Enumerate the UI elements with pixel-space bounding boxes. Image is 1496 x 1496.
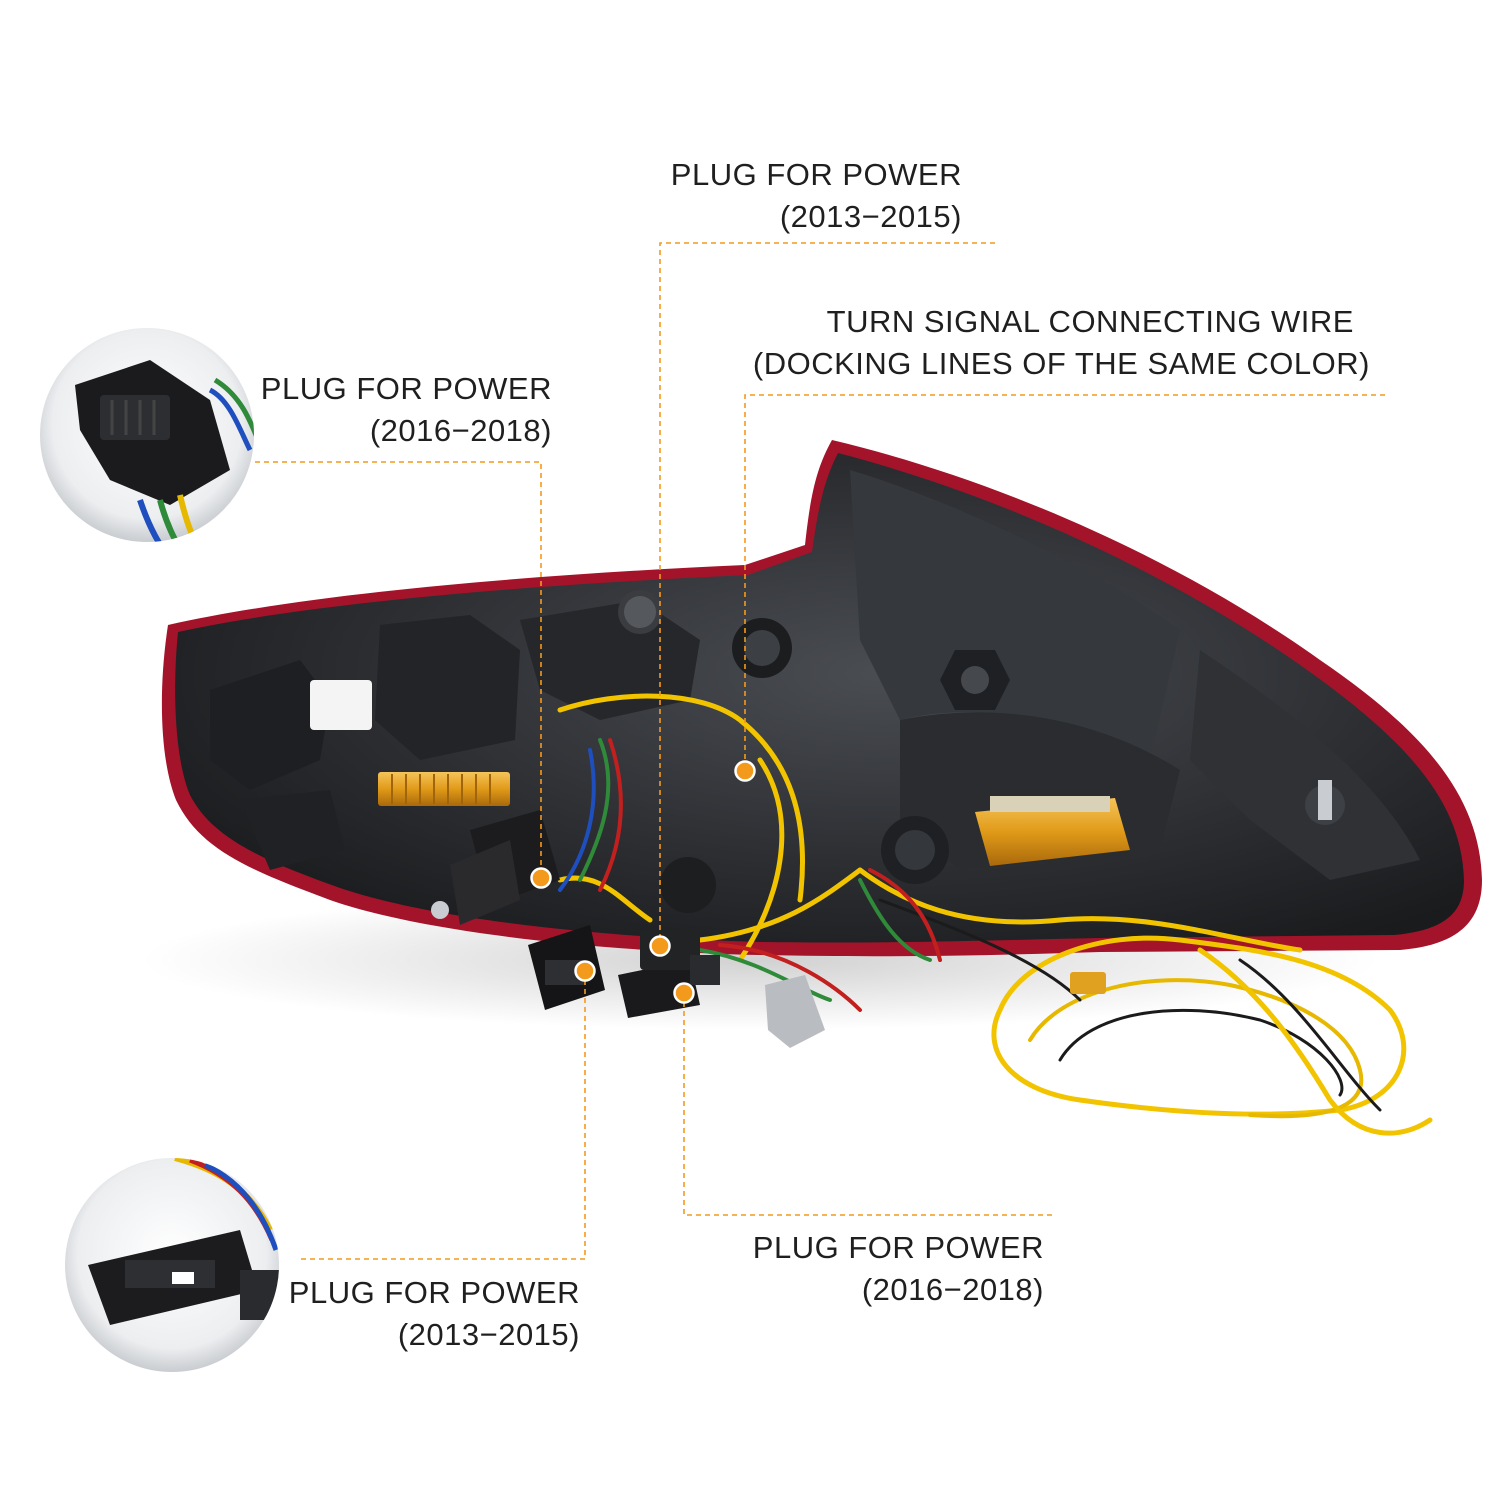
inset-plug-2013-2015 bbox=[65, 1158, 279, 1372]
callout-detail: (2016−2018) bbox=[369, 413, 552, 448]
connectors bbox=[450, 810, 1106, 1048]
callout-detail: (DOCKING LINES OF THE SAME COLOR) bbox=[752, 346, 1370, 381]
callout-title: PLUG FOR POWER bbox=[260, 371, 552, 406]
callout-title: PLUG FOR POWER bbox=[670, 157, 962, 192]
callout-line-turn-signal bbox=[744, 394, 1385, 771]
marker-plug-2016-left bbox=[530, 867, 552, 889]
load-resistors bbox=[378, 772, 1130, 866]
callout-label-turn-signal-wire: TURN SIGNAL CONNECTING WIRE (DOCKING LIN… bbox=[753, 301, 1370, 385]
callout-line-top-2013 bbox=[659, 242, 995, 946]
callout-line-bottom-2013 bbox=[297, 971, 586, 1260]
callout-line-bottom-2016 bbox=[683, 993, 1053, 1216]
callout-detail: (2016−2018) bbox=[861, 1272, 1044, 1307]
callout-lines bbox=[255, 242, 1385, 1260]
marker-plug-2013-top bbox=[649, 935, 671, 957]
callout-label-plug-2013-2015-top: PLUG FOR POWER (2013−2015) bbox=[671, 154, 962, 238]
callout-label-plug-2016-2018-left: PLUG FOR POWER (2016−2018) bbox=[261, 368, 552, 452]
housing-details bbox=[210, 470, 1420, 919]
callout-label-plug-2013-2015-bottom: PLUG FOR POWER (2013−2015) bbox=[289, 1272, 580, 1356]
marker-plug-2016-bottom bbox=[673, 982, 695, 1004]
marker-turn-signal bbox=[734, 760, 756, 782]
callout-detail: (2013−2015) bbox=[779, 199, 962, 234]
callout-markers bbox=[530, 760, 756, 1004]
callout-title: PLUG FOR POWER bbox=[752, 1230, 1044, 1265]
marker-plug-2013-bottom bbox=[574, 960, 596, 982]
callout-title: PLUG FOR POWER bbox=[288, 1275, 580, 1310]
callout-title: TURN SIGNAL CONNECTING WIRE bbox=[826, 304, 1354, 339]
inset-plug-2016-2018 bbox=[40, 328, 254, 542]
callout-detail: (2013−2015) bbox=[397, 1317, 580, 1352]
callout-label-plug-2016-2018-bottom: PLUG FOR POWER (2016−2018) bbox=[753, 1227, 1044, 1311]
